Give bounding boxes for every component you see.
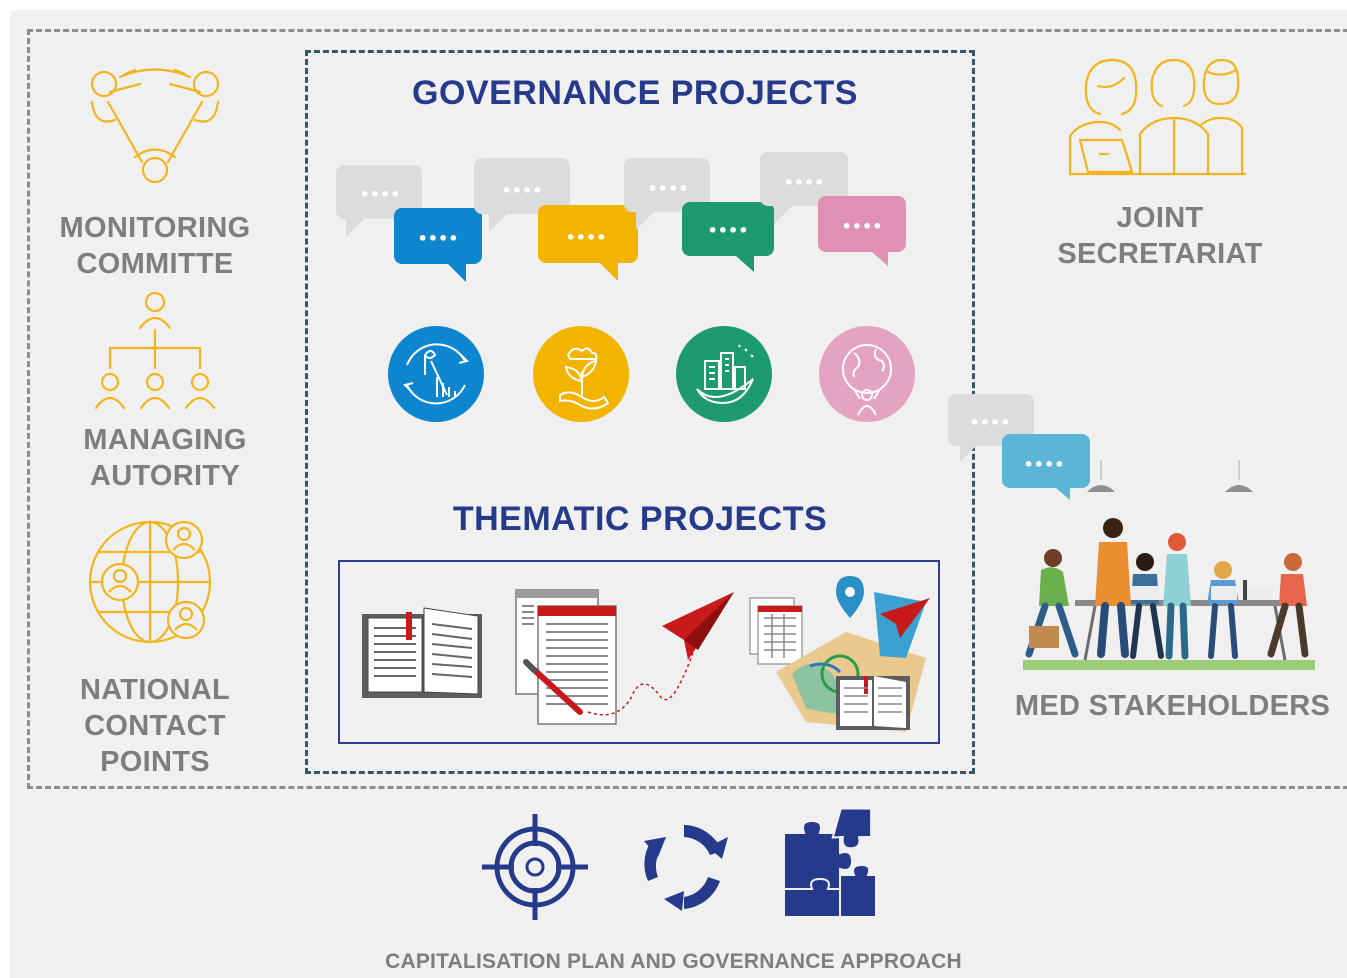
svg-text:••••: ••••	[502, 181, 543, 200]
target-icon	[482, 814, 588, 920]
social-inclusion-theme-icon	[819, 326, 915, 422]
national-line-1: NATIONAL	[79, 674, 231, 706]
green-bubble: ••••	[682, 202, 774, 272]
svg-text:••••: ••••	[970, 413, 1011, 432]
monitoring-committee-label: MONITORING COMMITTE	[30, 210, 280, 282]
national-contact-points-label: NATIONAL CONTACT POINTS	[30, 672, 280, 780]
svg-text:••••: ••••	[418, 229, 459, 248]
thematic-outputs-illustration	[362, 576, 930, 732]
pink-bubble: ••••	[818, 196, 906, 266]
blue-bubble: ••••	[394, 208, 482, 282]
map-collage-icon	[749, 576, 930, 732]
green-city-theme-icon	[676, 326, 772, 422]
yellow-bubble: ••••	[538, 205, 638, 281]
climate-theme-icon	[388, 326, 484, 422]
capitalisation-caption: CAPITALISATION PLAN AND GOVERNANCE APPRO…	[385, 950, 962, 973]
joint-secretariat-icon	[1068, 58, 1247, 176]
med-stakeholders-label: MED STAKEHOLDERS	[1014, 690, 1331, 722]
puzzle-icon	[783, 807, 877, 918]
svg-text:••••: ••••	[1024, 455, 1065, 474]
national-line-3: POINTS	[100, 746, 210, 778]
governance-speech-bubbles: •••• •••• •••• •••• •••• •••• •••• ••••	[336, 152, 906, 282]
monitoring-committee-icon	[90, 68, 220, 184]
person-6	[1267, 553, 1309, 658]
global-network-icon	[88, 520, 212, 644]
lightblue-bubble: ••••	[1002, 434, 1090, 500]
sustainable-growth-theme-icon	[533, 326, 629, 422]
svg-text:••••: ••••	[842, 217, 883, 236]
open-book-icon	[362, 607, 482, 698]
person-3	[1130, 553, 1164, 659]
managing-line-1: MANAGING	[83, 424, 247, 456]
stakeholder-speech-bubbles: •••• ••••	[948, 394, 1090, 500]
cycle-icon	[644, 825, 728, 911]
national-line-2: CONTACT	[84, 710, 226, 742]
joint-secretariat-label: JOINT SECRETARIAT	[1030, 200, 1290, 272]
svg-text:••••: ••••	[784, 173, 825, 192]
stakeholders-meeting-illustration	[1023, 460, 1315, 670]
joint-line-2: SECRETARIAT	[1057, 238, 1263, 270]
monitoring-line-1: MONITORING	[59, 212, 251, 244]
paper-plane-icon	[587, 592, 734, 716]
thematic-projects-title: THEMATIC PROJECTS	[452, 500, 828, 538]
person-2	[1095, 518, 1131, 658]
person-1	[1025, 549, 1079, 658]
monitoring-line-2: COMMITTE	[76, 248, 234, 280]
governance-projects-title: GOVERNANCE PROJECTS	[412, 74, 858, 112]
hierarchy-icon	[94, 291, 216, 410]
person-5	[1207, 561, 1239, 659]
organisation-boundary	[27, 29, 1347, 789]
person-4	[1163, 533, 1191, 660]
svg-text:••••: ••••	[566, 228, 607, 247]
managing-line-2: AUTORITY	[89, 460, 241, 492]
svg-text:••••: ••••	[648, 179, 689, 198]
svg-text:••••: ••••	[708, 221, 749, 240]
svg-text:••••: ••••	[360, 185, 401, 204]
joint-line-1: JOINT	[1116, 202, 1204, 234]
document-pen-icon	[515, 589, 617, 725]
managing-authority-label: MANAGING AUTORITY	[40, 422, 290, 494]
